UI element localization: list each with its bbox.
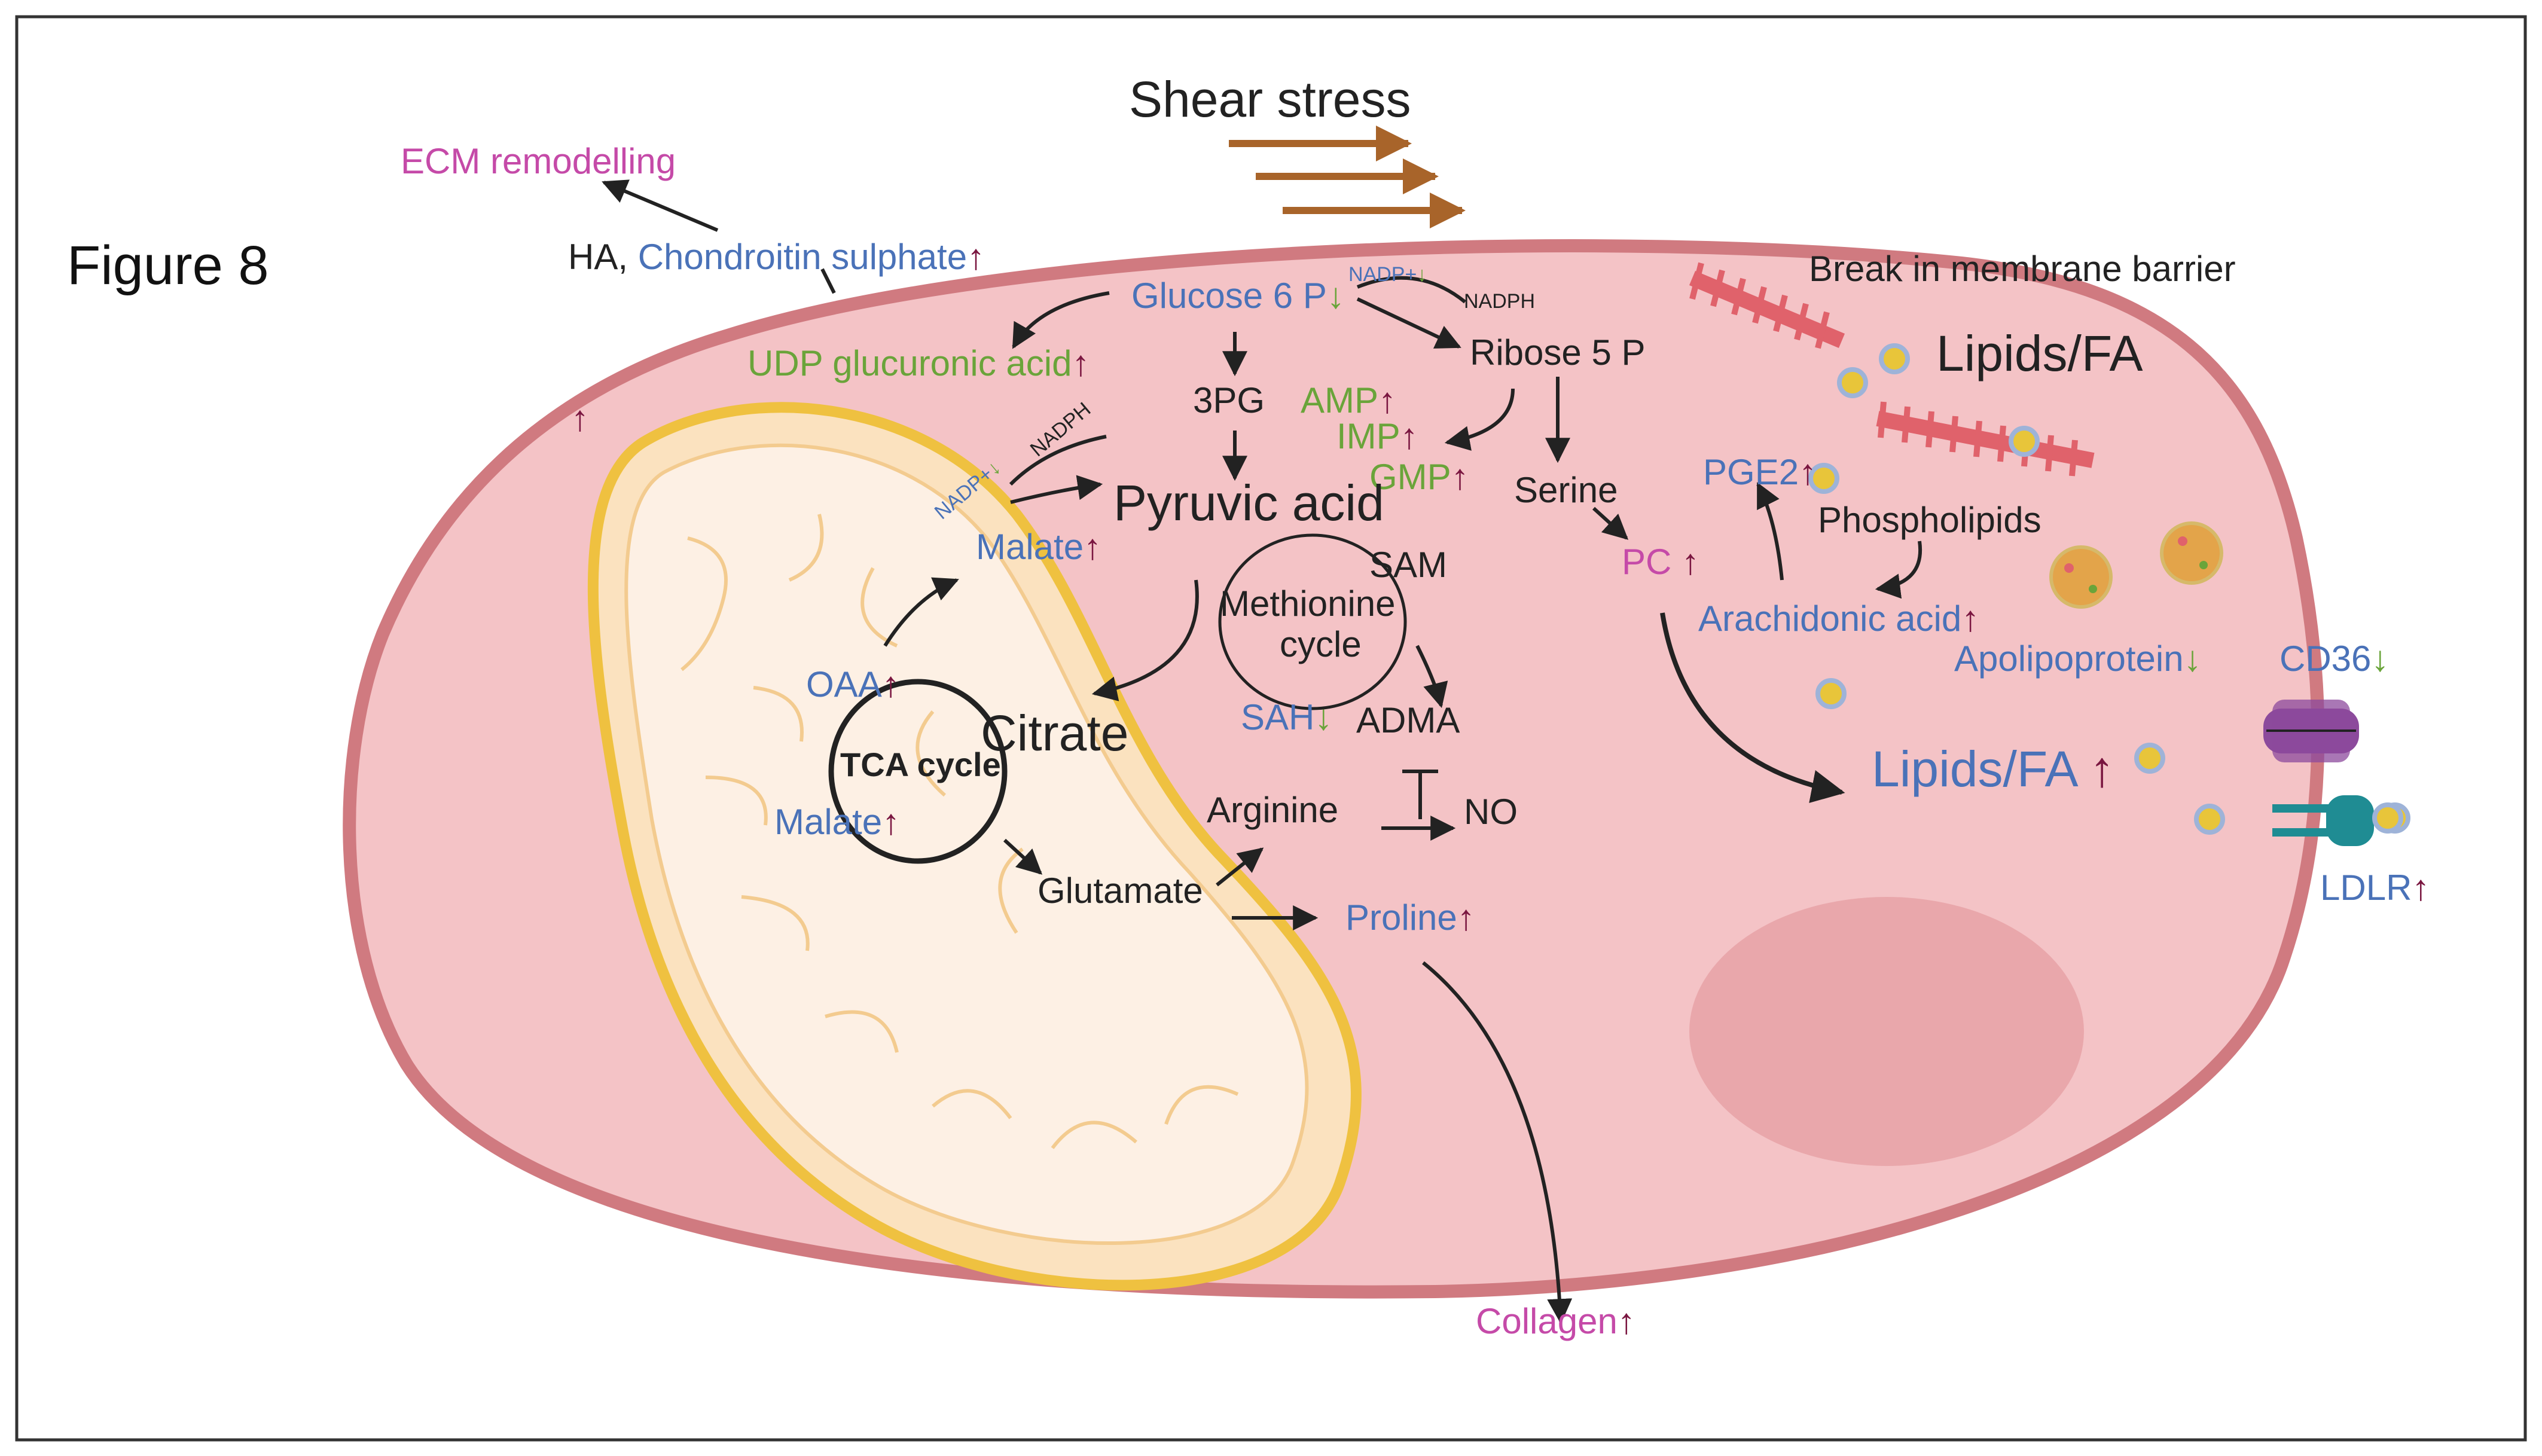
adma-label: ADMA (1356, 700, 1460, 740)
shear-stress-arrows (1229, 126, 1466, 228)
pge2-label: PGE2↑ (1703, 452, 1817, 492)
sam-label: SAM (1369, 545, 1447, 585)
ldlr-receptor (2272, 795, 2403, 846)
pc-label: PC ↑ (1622, 542, 1699, 582)
proline-label: Proline↑ (1345, 898, 1475, 938)
methionine-label: Methionine (1220, 584, 1396, 624)
sah-label: SAH↓ (1241, 697, 1332, 737)
ha-label: HA, Chondroitin sulphate↑ (568, 237, 985, 277)
gmp-label: GMP↑ (1369, 457, 1469, 497)
udp-label: UDP glucuronic acid↑ (747, 343, 1090, 383)
no-label: NO (1464, 792, 1518, 832)
nadp-top-label: NADP+↓ (1348, 263, 1427, 286)
break-membrane-label: Break in membrane barrier (1809, 249, 2236, 289)
pathway-arrows (602, 179, 1922, 1324)
malate-top-label: Malate↑ (976, 527, 1101, 567)
tca-cycle-circle (828, 679, 1008, 864)
tca-cycle-label: TCA cycle (840, 746, 1001, 783)
membrane-break-upper (1689, 262, 1845, 349)
membrane-up-arrow: ↑ (571, 398, 589, 438)
chondroitin-label: Chondroitin sulphate (638, 237, 967, 277)
malate-bottom-label: Malate↑ (774, 802, 900, 842)
ecm-remodelling-label: ECM remodelling (401, 141, 676, 181)
shear-stress-label: Shear stress (1129, 71, 1411, 127)
amp-label: AMP↑ (1301, 380, 1396, 420)
cycle-label: cycle (1280, 624, 1362, 664)
cd36-receptor (2263, 700, 2359, 762)
pyruvic-label: Pyruvic acid (1113, 475, 1384, 531)
methionine-cycle-circle (1218, 533, 1407, 710)
imp-label: IMP↑ (1336, 416, 1418, 456)
figure-title: Figure 8 (67, 235, 269, 296)
lipids-fa-mid-label: Lipids/FA ↑ (1872, 741, 2114, 797)
apolipoprotein-label: Apolipoprotein↓ (1954, 639, 2202, 679)
cd36-label: CD36↓ (2279, 639, 2389, 679)
phospholipids-label: Phospholipids (1818, 500, 2041, 540)
3pg-label: 3PG (1193, 380, 1265, 420)
glutamate-label: Glutamate (1037, 871, 1203, 911)
ldlr-label: LDLR↑ (2320, 868, 2430, 908)
arginine-label: Arginine (1207, 790, 1338, 830)
nucleus (1689, 897, 2084, 1166)
lipid-dots (1808, 343, 2410, 835)
membrane-break-lower (1876, 401, 2095, 477)
serine-label: Serine (1514, 470, 1618, 510)
lipoprotein-particles (2049, 521, 2223, 609)
oaa-label: OAA↑ (806, 664, 900, 704)
collagen-label: Collagen↑ (1476, 1301, 1635, 1341)
lipids-fa-top-label: Lipids/FA (1936, 325, 2143, 381)
ribose5p-label: Ribose 5 P (1470, 332, 1646, 373)
citrate-label: Citrate (981, 705, 1128, 761)
nadph-top-label: NADPH (1464, 290, 1535, 313)
glucose6p-label: Glucose 6 P↓ (1131, 276, 1345, 316)
arachidonic-label: Arachidonic acid↑ (1698, 599, 1979, 639)
